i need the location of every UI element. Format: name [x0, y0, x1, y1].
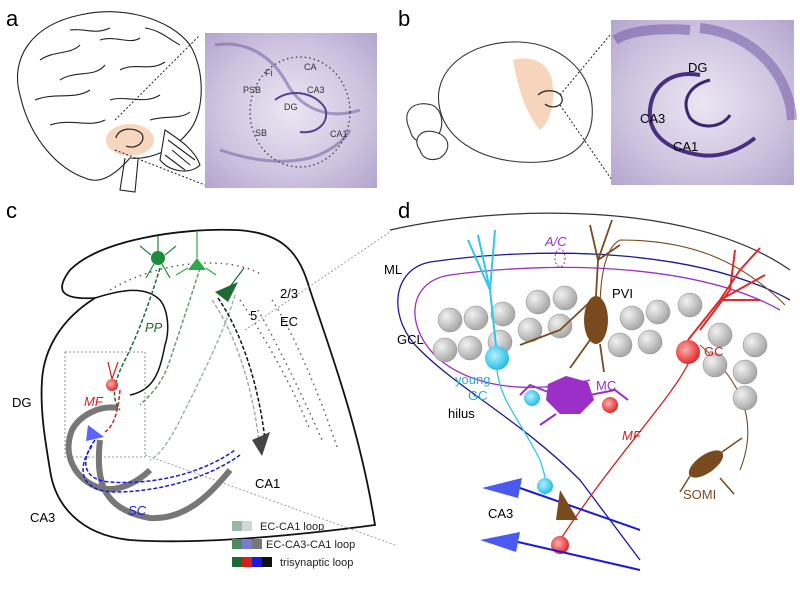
- label-ca3: CA3: [30, 510, 55, 525]
- label-ca3-d: CA3: [488, 506, 513, 521]
- hippocampus-sketch: [115, 128, 144, 148]
- tissue-bands: [214, 42, 361, 163]
- ca3-pyramidal-bottom: [480, 532, 520, 552]
- pvi-soma: [584, 296, 608, 344]
- inset-circle: [249, 56, 351, 168]
- mc-soma: [546, 376, 594, 414]
- dg-band: [684, 78, 732, 128]
- inset-label-ca: CA: [304, 62, 317, 72]
- panel-c-letter: c: [6, 198, 17, 223]
- inset-label-ca1: CA1: [330, 129, 348, 139]
- panel-c: c: [6, 198, 396, 569]
- label-ca1: CA1: [255, 476, 280, 491]
- mature-gc-soma: [676, 340, 700, 364]
- dentate-band: [274, 92, 328, 134]
- label-gcl: GCL: [397, 332, 424, 347]
- label-mf-d: MF: [622, 428, 642, 443]
- panel-d: d: [384, 198, 791, 571]
- panel-b-letter: b: [398, 6, 410, 31]
- ml-axon-blue: [397, 252, 791, 561]
- granule-cell-icon: [106, 379, 118, 391]
- ca1-pyramidal-neuron: [252, 432, 270, 456]
- label-ec: EC: [280, 314, 298, 329]
- label-pvi: PVI: [612, 286, 633, 301]
- panel-a: a CA Fi PSB CA3 DG SB CA1: [6, 6, 377, 193]
- label-layer23: 2/3: [280, 286, 298, 301]
- zoom-lines-b: [559, 34, 613, 181]
- pvi-dendrites: [519, 219, 621, 373]
- label-hilus: hilus: [448, 406, 475, 421]
- ec-stellate-dendrites: [139, 236, 177, 279]
- legend: EC-CA1 loop EC-CA3-CA1 loop trisynaptic …: [232, 521, 355, 569]
- ca3-interneuron: [556, 490, 578, 520]
- mc-axon: [414, 266, 781, 389]
- label-layer5: 5: [250, 308, 257, 323]
- dg-granule-layer: [65, 404, 153, 493]
- label-sc: SC: [128, 503, 147, 518]
- cortex-band: [612, 23, 797, 121]
- label-mf: MF: [84, 394, 104, 409]
- young-gc-bouton-ca3: [537, 478, 553, 494]
- young-gc-dendrites: [467, 229, 498, 356]
- inset-label-psb: PSB: [243, 85, 261, 95]
- trisynaptic-loop: [82, 267, 266, 493]
- inset-label-dg: DG: [284, 102, 298, 112]
- young-gc-bouton: [524, 390, 540, 406]
- ca3-pyramidal-top: [482, 478, 522, 498]
- hippocampus-highlight: [106, 124, 154, 156]
- inset-label-sb: SB: [255, 128, 267, 138]
- inset-label-ca1-b: CA1: [673, 139, 698, 154]
- ca3-pyramidal-neuron: [86, 425, 104, 441]
- inset-label-fi: Fi: [265, 68, 273, 78]
- panel-d-letter: d: [398, 198, 410, 223]
- inset-label-dg-b: DG: [688, 60, 708, 75]
- label-young: young: [455, 372, 490, 387]
- pvi-axon: [599, 239, 786, 311]
- zoom-box: [64, 351, 146, 458]
- somi-dendrites: [679, 437, 743, 495]
- mature-gc-dendrites: [687, 247, 766, 341]
- hippocampus-outline: [40, 228, 377, 543]
- hippocampus-highlight-b: [513, 58, 554, 130]
- inset-label-ca3: CA3: [307, 85, 325, 95]
- inner-fold: [94, 289, 169, 396]
- panel-b: b DG CA3 CA1: [398, 6, 797, 185]
- legend-ec-ca1: EC-CA1 loop: [260, 521, 324, 533]
- ec-stellate-neuron: [151, 251, 165, 265]
- zoom-lines-c: [144, 231, 396, 546]
- ca3-pyramidal-layer: [95, 439, 233, 522]
- ca3-axons: [517, 487, 641, 571]
- hippocampus-sketch-b: [537, 90, 563, 108]
- label-gc: GC: [704, 344, 724, 359]
- label-somi: SOMI: [683, 487, 716, 502]
- mouse-brain-outline-icon: [406, 41, 593, 163]
- inset-label-ca3-b: CA3: [640, 111, 665, 126]
- granule-cell-layer: [432, 285, 768, 411]
- label-ml: ML: [384, 262, 402, 277]
- label-ac: A/C: [544, 234, 567, 249]
- ec-layers: [109, 262, 339, 451]
- label-mc: MC: [596, 378, 616, 393]
- mc-dendrites: [519, 383, 629, 426]
- ac-fiber: [554, 248, 566, 268]
- legend-trisynaptic: trisynaptic loop: [280, 557, 353, 569]
- ca-band: [647, 72, 757, 158]
- panel-a-letter: a: [6, 6, 19, 31]
- zoom-lines: [114, 34, 206, 186]
- young-gc-soma: [485, 346, 509, 370]
- hippocampal-fissure: [389, 212, 791, 271]
- label-young-gc: GC: [468, 388, 488, 403]
- somi-soma: [688, 450, 724, 478]
- legend-ec-ca3-ca1: EC-CA3-CA1 loop: [266, 539, 355, 551]
- brain-outline-icon: [16, 11, 202, 193]
- histology-inset-b: [611, 20, 794, 185]
- mf-bouton-mc: [602, 397, 618, 413]
- label-pp: PP: [145, 320, 163, 335]
- mf-bouton-ca3: [551, 536, 569, 554]
- pyramidal-neuron-icon: [188, 258, 206, 270]
- label-dg: DG: [12, 395, 32, 410]
